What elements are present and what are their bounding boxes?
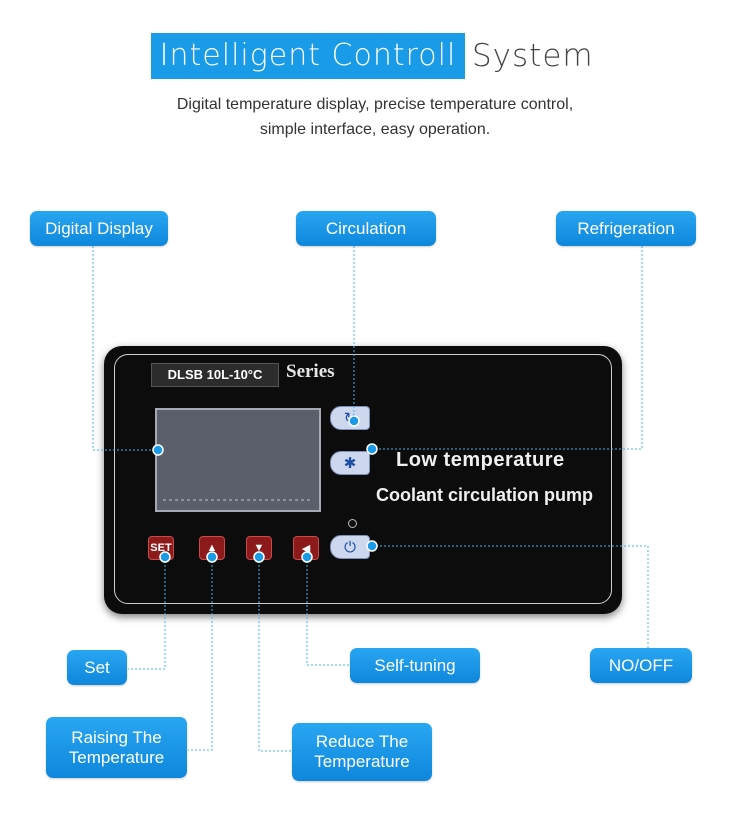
lcd-segment-row	[163, 499, 313, 501]
callout-self-tuning: Self-tuning	[350, 648, 480, 683]
callout-raising-line-1: Raising The	[71, 727, 162, 747]
title-rest: System	[472, 38, 594, 74]
leader-set	[128, 557, 166, 670]
panel-text-coolant-pump: Coolant circulation pump	[376, 485, 594, 505]
model-label: DLSB 10L-10°C	[151, 363, 279, 387]
callout-circulation-label: Circulation	[325, 218, 407, 238]
callout-refrigeration-label: Refrigeration	[577, 218, 675, 238]
dot-no-off	[366, 540, 378, 552]
set-button-label: SET	[150, 542, 172, 554]
subtitle: Digital temperature display, precise tem…	[0, 92, 750, 142]
left-button[interactable]: ◀	[293, 536, 319, 560]
callout-digital-display: Digital Display	[30, 211, 168, 246]
panel-border	[114, 354, 612, 604]
control-panel: DLSB 10L-10°C Series ↻ ✱ Low temperature…	[104, 346, 622, 614]
refrigeration-button[interactable]: ✱	[330, 451, 370, 475]
dot-set	[159, 551, 171, 563]
dot-raising	[206, 551, 218, 563]
leader-raising	[188, 557, 213, 751]
dot-digital-display	[152, 444, 164, 456]
callout-raising-temperature: Raising The Temperature	[46, 717, 187, 778]
dot-reduce	[253, 551, 265, 563]
leader-reduce	[258, 557, 292, 752]
callout-refrigeration: Refrigeration	[556, 211, 696, 246]
leader-self-tuning	[306, 557, 350, 666]
lcd-display	[155, 408, 321, 512]
callout-reduce-line-1: Reduce The	[315, 732, 409, 751]
power-icon: ⏻	[344, 538, 356, 556]
callout-raising-line-2: Temperature	[68, 747, 165, 767]
status-led	[348, 519, 357, 528]
panel-text-low-temperature: Low temperature	[396, 449, 565, 471]
callout-no-off: NO/OFF	[590, 648, 692, 683]
subtitle-line-2: simple interface, easy operation.	[259, 121, 491, 138]
title-row: Intelligent Controll System	[0, 33, 750, 79]
left-arrow-icon: ◀	[301, 542, 311, 555]
up-arrow-icon: ▲	[206, 542, 218, 554]
dot-refrigeration	[366, 443, 378, 455]
callout-self-tuning-label: Self-tuning	[374, 655, 456, 675]
leader-digital-display	[92, 246, 156, 451]
callout-reduce-temperature: Reduce The Temperature	[292, 723, 432, 781]
callout-no-off-label: NO/OFF	[608, 655, 674, 675]
callout-circulation: Circulation	[296, 211, 436, 246]
subtitle-line-1: Digital temperature display, precise tem…	[176, 96, 574, 113]
snowflake-icon: ✱	[343, 455, 357, 472]
callout-set-label: Set	[84, 657, 110, 677]
title-highlight: Intelligent Controll	[151, 33, 465, 79]
dot-circulation	[348, 415, 360, 427]
callout-digital-display-label: Digital Display	[45, 218, 153, 238]
callout-reduce-line-2: Temperature	[314, 752, 410, 771]
callout-set: Set	[67, 650, 127, 685]
leader-refrigeration	[372, 246, 643, 450]
down-arrow-icon: ▼	[253, 542, 265, 554]
dot-self-tuning	[301, 551, 313, 563]
series-label: Series	[286, 361, 335, 382]
leader-no-off	[372, 545, 649, 650]
